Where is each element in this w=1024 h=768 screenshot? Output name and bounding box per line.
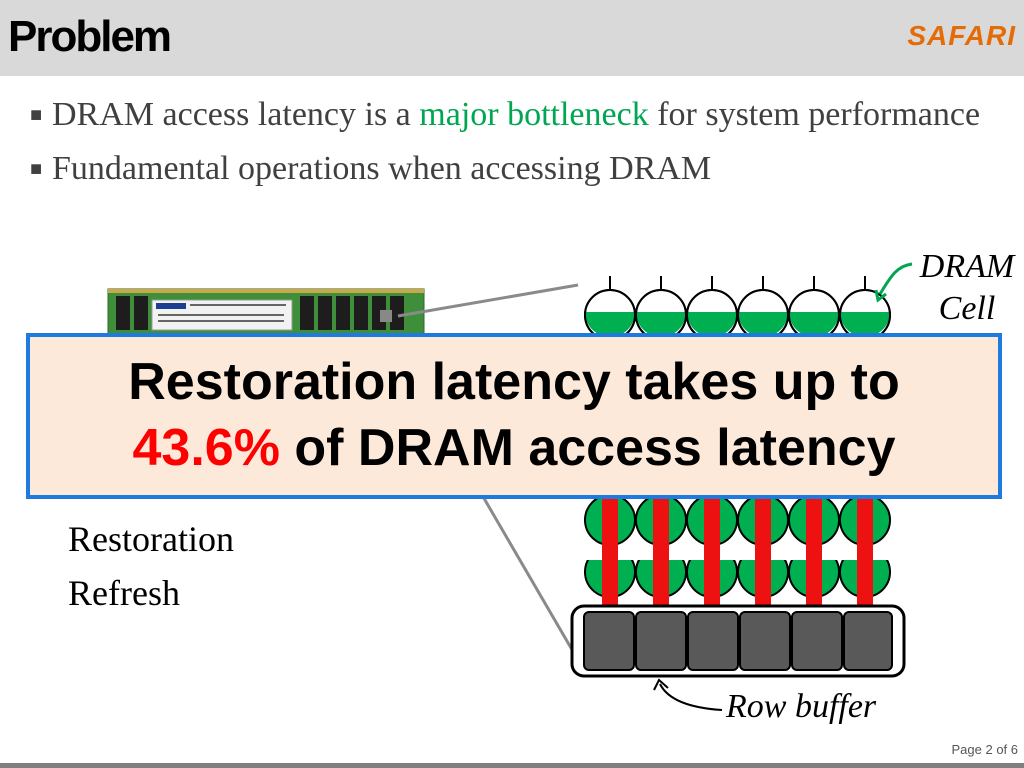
callout-line2: 43.6% of DRAM access latency — [30, 415, 998, 481]
square-bullet-icon: ■ — [30, 104, 43, 126]
bullet-text: for system performance — [648, 96, 981, 133]
safari-logo: SAFARI — [907, 20, 1016, 51]
zoom-line — [397, 283, 579, 318]
page-number: Page 2 of 6 — [951, 742, 1019, 757]
square-bullet-icon: ■ — [30, 158, 43, 180]
row-buffer-label: Row buffer — [726, 688, 877, 725]
callout-line1: Restoration latency takes up to — [128, 353, 900, 411]
callout-line2-text: of DRAM access latency — [279, 419, 896, 477]
bullet-item: ■ DRAM access latency is a major bottlen… — [30, 92, 990, 138]
bullet-highlight: major bottleneck — [419, 96, 649, 133]
dram-module-image — [107, 288, 425, 336]
callout-percent: 43.6% — [132, 419, 280, 477]
cell-pointer-arrow — [878, 262, 913, 295]
row-buffer-pointer-arrow — [659, 683, 723, 711]
callout-box: Restoration latency takes up to 43.6% of… — [26, 333, 1002, 499]
bullet-text: DRAM access latency is a — [52, 96, 420, 133]
zoom-line — [476, 487, 580, 661]
dram-cell-row-restoring — [584, 494, 891, 610]
dram-cell-row-top — [584, 276, 891, 341]
operation-restoration: Restoration — [68, 519, 234, 559]
slide-title: Problem — [8, 12, 172, 61]
operations-list: Restoration Refresh — [68, 512, 234, 620]
operation-refresh: Refresh — [68, 573, 180, 613]
bullet-item: ■ Fundamental operations when accessing … — [30, 146, 990, 192]
dram-cell-label: DRAM Cell — [919, 248, 1015, 327]
row-buffer — [570, 604, 906, 678]
bullet-list: ■ DRAM access latency is a major bottlen… — [30, 92, 990, 192]
title-bar: Problem SAFARI — [0, 0, 1024, 76]
bullet-text: Fundamental operations when accessing DR… — [52, 150, 712, 187]
bottom-bar — [0, 763, 1024, 768]
